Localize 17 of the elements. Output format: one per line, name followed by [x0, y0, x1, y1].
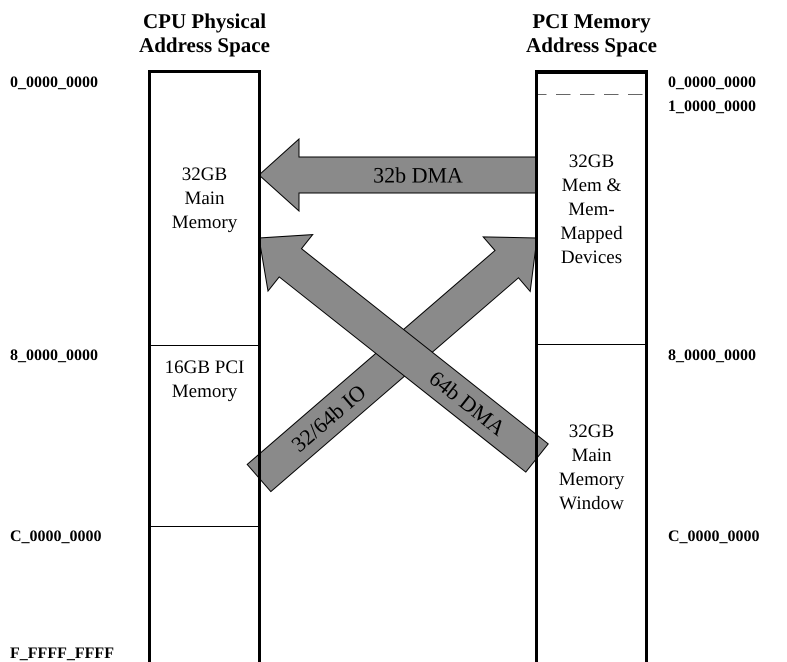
address-label: 8_0000_0000	[668, 347, 756, 365]
region-label: 32GB Main Memory Window	[558, 420, 626, 516]
column-heading: PCI Memory Address Space	[525, 9, 658, 57]
edge-label: 32b DMA	[373, 162, 463, 188]
address-label: 8_0000_0000	[10, 347, 98, 365]
address-label: C_0000_0000	[10, 528, 102, 546]
address-label: 1_0000_0000	[668, 98, 756, 116]
empty-region	[538, 73, 645, 95]
column-heading: CPU Physical Address Space	[138, 9, 271, 57]
address-label: F_FFFF_FFFF	[10, 645, 114, 662]
address-label: 0_0000_0000	[10, 74, 98, 92]
address-label: 0_0000_0000	[668, 74, 756, 92]
block-arrow	[258, 138, 538, 212]
region-label: 16GB PCI Memory	[164, 356, 246, 404]
region-label: 32GB Mem & Mem-Mapped Devices	[559, 150, 624, 270]
region-label: 32GB Main Memory	[170, 163, 238, 235]
address-label: C_0000_0000	[668, 528, 760, 546]
